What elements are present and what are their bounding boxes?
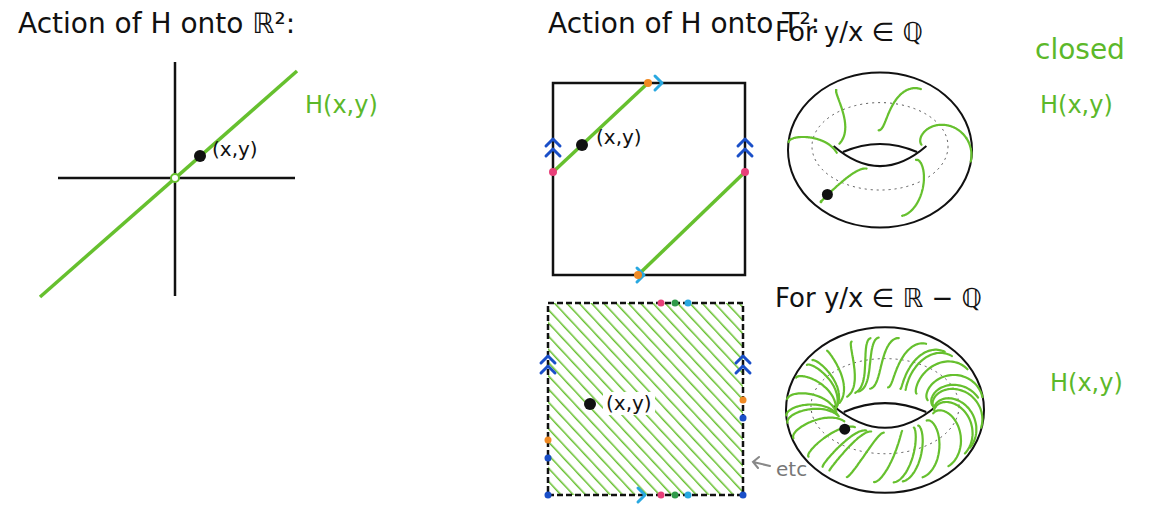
orbit-curve <box>894 428 916 483</box>
text-label: For y/x ∈ ℝ − ℚ <box>775 284 982 314</box>
orbit-curve <box>821 169 867 203</box>
orbit-curve <box>847 433 884 478</box>
text-label: closed <box>1035 34 1125 66</box>
torus-hole <box>834 146 927 166</box>
orbit-curve <box>906 353 952 390</box>
orbit-curve <box>827 351 844 403</box>
orbit-curve <box>855 338 870 393</box>
orbit-curve <box>933 389 983 428</box>
orbit-curve <box>920 125 966 145</box>
text-label: H(x,y) <box>305 92 378 120</box>
etc-pointer <box>753 457 770 468</box>
text-label: (x,y) <box>596 126 642 149</box>
orbit-curve <box>879 88 921 130</box>
orbit-curve <box>870 338 899 389</box>
torus-hole <box>843 144 917 152</box>
edge-dots <box>545 300 747 499</box>
orbit-curve <box>966 138 971 161</box>
point-dot <box>584 398 596 410</box>
orbit-curve <box>902 160 924 216</box>
torus-rational <box>788 72 972 227</box>
text-label: H(x,y) <box>1050 370 1123 398</box>
point-dot <box>822 189 833 200</box>
orbit-curve <box>793 418 844 439</box>
orbit-segment <box>553 83 648 172</box>
plane-axes <box>58 62 295 296</box>
text-label: For y/x ∈ ℚ <box>775 18 923 48</box>
point-dot <box>194 150 206 162</box>
origin-point <box>171 174 179 182</box>
edge-arrows <box>541 356 750 502</box>
orbit-curve <box>812 360 839 407</box>
hatched-square <box>548 303 743 495</box>
text-label: Action of H onto ℝ²: <box>18 8 295 40</box>
text-label: (x,y) <box>212 138 258 161</box>
orbit-curve <box>836 90 845 144</box>
orbit-segment <box>638 172 745 275</box>
torus-irrational <box>786 327 984 493</box>
orbit-curve <box>923 420 940 477</box>
torus-hole <box>844 403 926 412</box>
text-label: etc <box>776 458 807 481</box>
edge-arrows <box>546 76 752 282</box>
orbit-curve <box>789 137 837 153</box>
orbit-curve <box>859 338 879 392</box>
orbit-curve <box>934 402 973 453</box>
torus-square <box>553 83 745 275</box>
edge-dots <box>549 79 749 279</box>
point-dot <box>839 424 850 435</box>
text-label: H(x,y) <box>1040 92 1113 120</box>
point-dot <box>576 139 588 151</box>
torus-outline <box>788 72 972 227</box>
orbit-curve <box>786 405 837 416</box>
orbit-curve <box>874 431 902 482</box>
orbit-curve <box>847 342 855 397</box>
torus-outline <box>786 327 984 493</box>
orbit-line <box>40 71 297 297</box>
text-label: (x,y) <box>603 392 655 415</box>
orbit-curve <box>823 430 867 466</box>
